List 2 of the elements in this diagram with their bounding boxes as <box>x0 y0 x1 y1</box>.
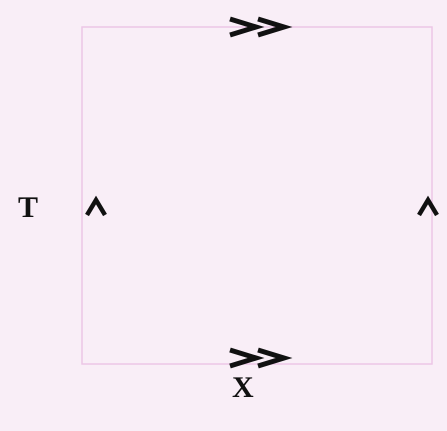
side-label: X <box>232 373 254 403</box>
side-label: T <box>18 193 38 223</box>
